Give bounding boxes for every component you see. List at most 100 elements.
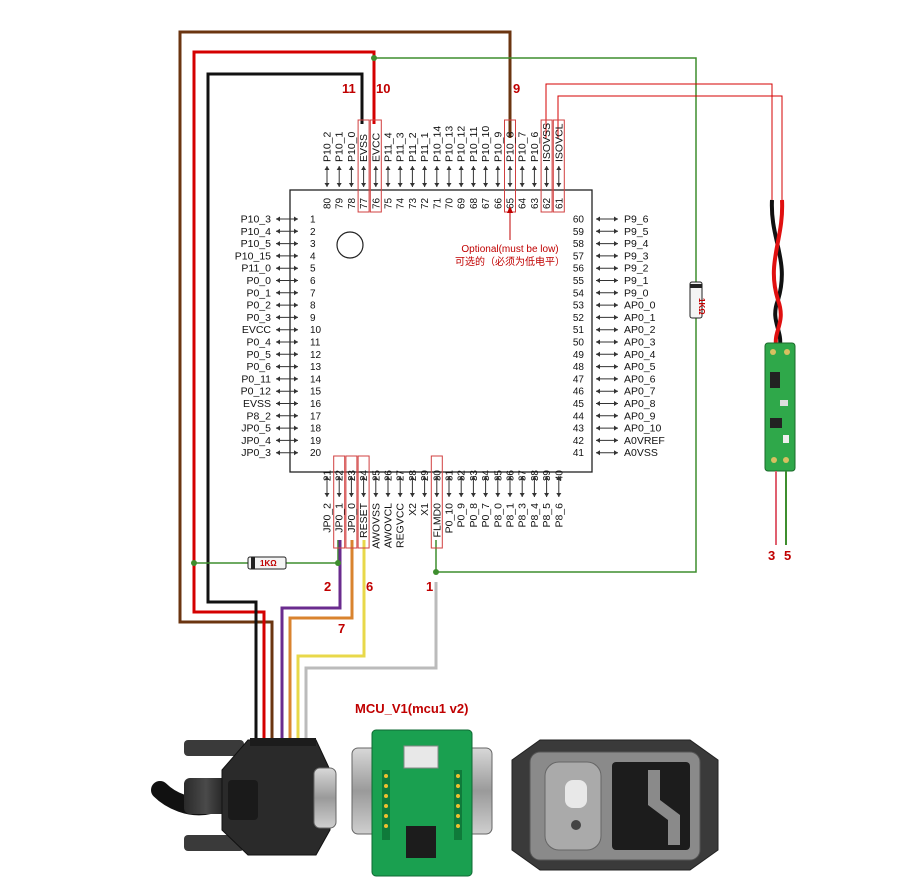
left-pin-arrow-head [294, 278, 298, 283]
left-pin-label: P0_3 [246, 312, 271, 324]
left-pin-arrow-head [294, 290, 298, 296]
db-cable-connector [151, 738, 337, 856]
probe-pcb [764, 342, 796, 472]
top-pin-arrow-head [434, 166, 440, 170]
right-pin-arrow-head [596, 401, 600, 406]
bottom-pin-arrow-head [385, 493, 391, 497]
bottom-pin-label: JP0_2 [322, 503, 334, 533]
left-pin-number: 15 [310, 387, 322, 398]
resistor-left: 1KΩ [247, 556, 287, 570]
bottom-pin-number: 37 [518, 470, 529, 482]
top-pin-label: P10_9 [492, 131, 504, 162]
bottom-pin-arrow-head [348, 493, 354, 497]
bottom-pin-arrow-head [446, 493, 452, 497]
top-pin-label: P10_2 [322, 131, 334, 162]
top-pin-number: 73 [408, 197, 419, 209]
isovss-wire [545, 83, 773, 200]
right-pin-label: P9_2 [624, 263, 649, 275]
right-pin-number: 42 [573, 436, 585, 447]
probe-board [764, 199, 796, 545]
right-pin-arrow-head [614, 339, 618, 345]
top-pin-label: EVSS [358, 134, 370, 162]
right-pin-number: 48 [573, 362, 585, 373]
top-pin-arrow-head [544, 166, 550, 170]
right-pin-arrow-head [596, 327, 600, 333]
right-pin-label: AP0_10 [624, 423, 662, 435]
top-pin-number: 64 [518, 197, 529, 209]
top-pin-label: P10_14 [431, 126, 443, 162]
right-pin-label: P9_1 [624, 275, 649, 287]
left-pin-label: P0_5 [246, 349, 271, 361]
top-pin-arrow-head [507, 166, 513, 170]
bottom-pin-highlight [345, 455, 358, 549]
left-pin-number: 9 [310, 313, 316, 324]
bottom-pin-arrow-head [519, 476, 525, 480]
right-pin-arrow-head [614, 216, 618, 222]
bottom-pin-label: P0_8 [468, 503, 480, 528]
left-pin-arrow-head [294, 450, 298, 456]
right-pin-arrow-head [614, 351, 618, 357]
left-pin-arrow-head [276, 314, 280, 320]
optional-note: Optional(must be low) 可选的（必须为低电平） [455, 206, 565, 268]
top-pin-arrow-head [336, 166, 342, 170]
bottom-pin-label: P8_1 [505, 503, 517, 528]
top-pin-arrow-head [446, 183, 452, 187]
bottom-pin-arrow-head [544, 476, 550, 480]
bottom-pin-arrow-head [495, 476, 501, 480]
resistor-left-label: 1KΩ [260, 559, 277, 568]
bottom-pin-highlight [430, 455, 443, 549]
note-line2: 可选的（必须为低电平） [455, 255, 565, 268]
bottom-pin-arrow-head [544, 493, 550, 497]
bottom-pin-arrow-head [507, 493, 513, 497]
left-pin-number: 8 [310, 301, 316, 312]
right-pin-arrow-head [596, 278, 600, 283]
wire-number-10: 10 [376, 81, 390, 96]
left-pin-arrow-head [294, 228, 298, 234]
left-pin-arrow-head [294, 327, 298, 333]
right-pin-arrow-head [596, 339, 600, 345]
top-pin-arrow-head [483, 166, 489, 170]
adapter-title: MCU_V1(mcu1 v2) [355, 701, 468, 716]
bottom-pin-arrow-head [458, 476, 464, 480]
right-pin-number: 54 [573, 288, 585, 299]
top-pin-arrow-head [531, 183, 537, 187]
bottom-pin-arrow-head [519, 493, 525, 497]
resistor-right: 1KΩ [689, 281, 706, 319]
right-pin-arrow-head [596, 314, 600, 320]
bottom-pin-label: REGVCC [395, 503, 407, 548]
yellow-wire [296, 540, 366, 740]
left-pin-arrow-head [294, 241, 298, 247]
right-pin-number: 60 [573, 215, 585, 226]
left-pin-arrow-head [276, 339, 280, 345]
top-pin-label: P10_0 [346, 131, 358, 162]
left-pin-arrow-head [294, 314, 298, 320]
bottom-pin-arrow-head [495, 493, 501, 497]
left-pin-arrow-head [276, 364, 280, 370]
right-pin-label: AP0_6 [624, 373, 656, 385]
right-pin-number: 53 [573, 301, 585, 312]
top-pin-arrow-head [336, 183, 342, 187]
right-pin-arrow-head [614, 401, 618, 406]
bottom-pin-label: AWOVCL [383, 503, 395, 548]
left-pin-label: JP0_4 [241, 435, 271, 447]
top-pin-label: ISOVSS [541, 123, 553, 162]
isovcl-wire [557, 95, 783, 200]
right-pin-label: AP0_5 [624, 361, 656, 373]
right-pin-label: AP0_7 [624, 386, 656, 398]
right-pin-arrow-head [596, 290, 600, 296]
top-pin-arrow-head [519, 183, 525, 187]
left-pin-label: EVSS [243, 398, 271, 410]
right-pin-arrow-head [596, 425, 600, 431]
left-pin-label: P0_2 [246, 300, 271, 312]
left-pin-arrow-head [276, 413, 280, 419]
right-pin-number: 58 [573, 239, 585, 250]
top-pin-arrow-head [544, 183, 550, 187]
bottom-pin-label: X2 [407, 503, 419, 516]
bottom-pin-number: 40 [554, 470, 565, 482]
bottom-pin-number: 29 [420, 470, 431, 482]
top-pin-arrow-head [507, 183, 513, 187]
right-pin-number: 41 [573, 448, 585, 459]
top-pin-number: 76 [371, 197, 382, 209]
right-pin-arrow-head [596, 253, 600, 259]
top-pin-arrow-head [422, 166, 428, 170]
